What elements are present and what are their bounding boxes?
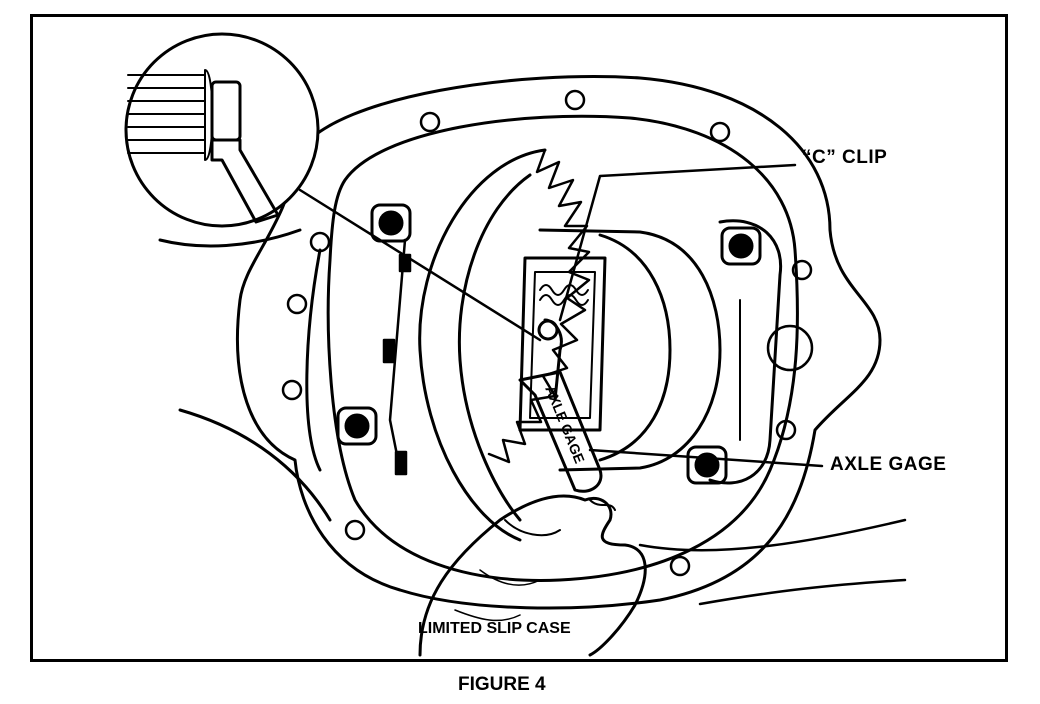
housing-lip (305, 248, 322, 472)
diff-case (538, 228, 722, 472)
housing-inner (326, 114, 799, 582)
figure-caption: FIGURE 4 (458, 674, 546, 695)
bearing-cap-right (708, 219, 783, 485)
axle-tube-line (178, 408, 332, 522)
left-bolt-bottom (336, 406, 378, 446)
axle-gage-label: AXLE GAGE (830, 454, 947, 475)
limited-slip-case-label: LIMITED SLIP CASE (418, 620, 571, 637)
left-bolt-top (370, 203, 412, 243)
ring-gear-inner (457, 173, 532, 522)
bearing-cap-bolt-top (720, 226, 762, 266)
gage-leader-line (588, 448, 824, 468)
pinion-spring (539, 284, 589, 306)
diff-case-bell (598, 233, 672, 462)
c-clip-label: “C” CLIP (802, 147, 888, 168)
bearing-cap-bolt-bottom (686, 445, 728, 485)
ring-gear-teeth (487, 148, 591, 464)
ring-gear-outer (418, 148, 547, 542)
technician-hand (418, 494, 647, 657)
inset-gage-tip (210, 138, 280, 224)
axle-gage-tool (518, 370, 603, 493)
flange-bolt-holes (281, 89, 814, 577)
gasket-clips (382, 238, 412, 476)
inset-leader-line (298, 188, 542, 342)
cclip-leader-line (558, 163, 797, 322)
inset-detail-circle (124, 32, 320, 228)
case-window-inner (529, 271, 596, 419)
c-clip (537, 319, 559, 341)
housing-flange (236, 75, 882, 610)
